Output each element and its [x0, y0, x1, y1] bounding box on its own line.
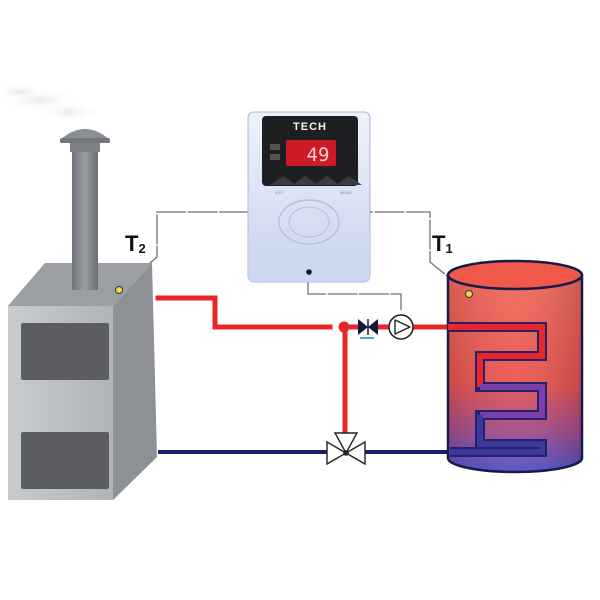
minus-button[interactable] [292, 176, 318, 185]
svg-text:T2: T2 [125, 231, 146, 256]
sensor-t1: T1 [432, 231, 473, 298]
t1-index: 1 [445, 241, 452, 256]
t1-letter: T [432, 231, 446, 256]
check-valve-icon [358, 319, 378, 339]
three-way-valve-icon[interactable] [326, 432, 366, 466]
boiler-door-upper [21, 323, 109, 380]
hot-supply-pipe [155, 295, 333, 330]
boiler-door-lower [21, 432, 109, 489]
pipe-junction [338, 321, 350, 333]
exit-label: EXIT [275, 190, 284, 195]
plus-button[interactable] [314, 176, 340, 185]
sensor-dot-icon [465, 290, 473, 298]
display-value: 49 [307, 144, 330, 166]
storage-tank [446, 259, 584, 474]
pump-icon[interactable] [388, 314, 414, 340]
svg-text:T1: T1 [432, 231, 453, 256]
display [286, 140, 336, 166]
controller[interactable]: TECH 49 EXIT MENU [247, 111, 371, 283]
tank-top [446, 259, 584, 291]
t2-index: 2 [138, 241, 145, 256]
boiler [8, 129, 157, 500]
t2-letter: T [125, 231, 139, 256]
menu-label: MENU [340, 190, 352, 195]
menu-button[interactable] [336, 176, 362, 185]
exit-button[interactable] [270, 176, 296, 185]
brand-logo: TECH [293, 121, 327, 133]
led-indicator [306, 269, 312, 275]
hot-pipes [155, 295, 453, 440]
smoke-icon [0, 83, 105, 122]
sensor-dot-icon [115, 286, 123, 294]
sensor-t2: T2 [115, 231, 146, 294]
controller-buttons [270, 176, 362, 185]
wire-pump [307, 282, 402, 310]
